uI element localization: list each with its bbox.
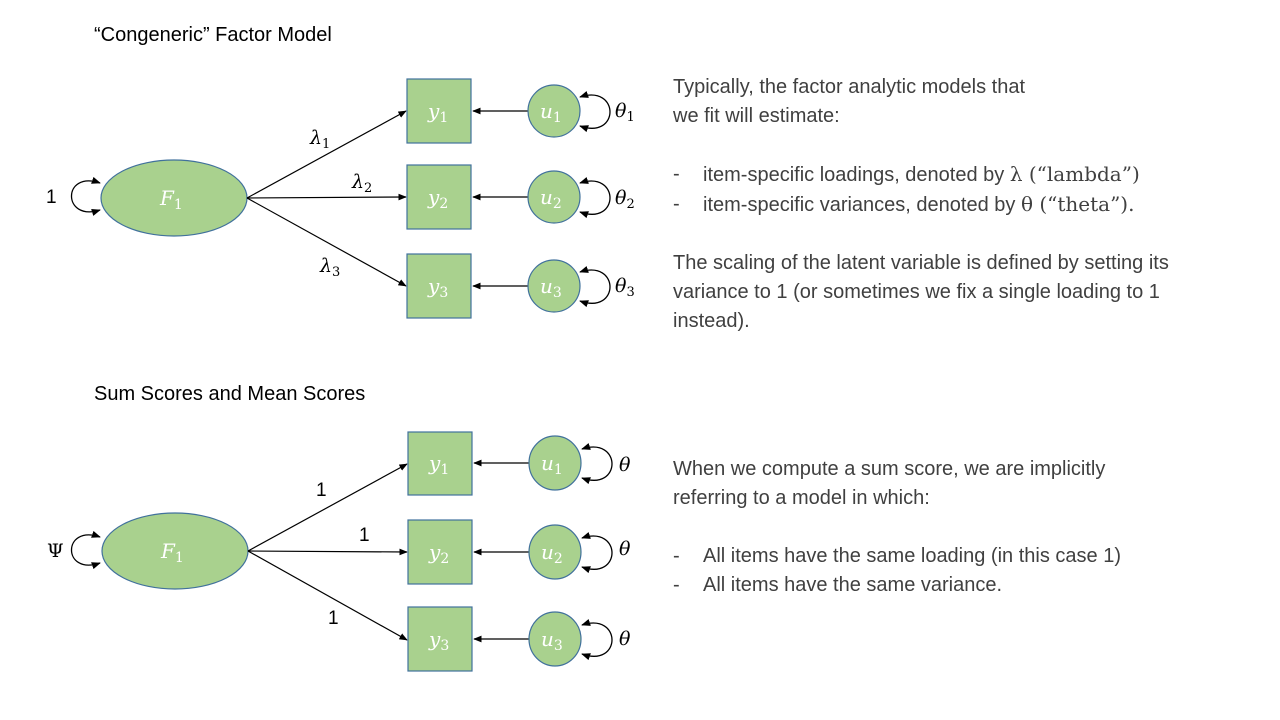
congeneric-explanation: Typically, the factor analytic models th… — [673, 73, 1233, 336]
item-label-1: y1 — [427, 99, 448, 126]
sum-score-model-title: Sum Scores and Mean Scores — [94, 383, 366, 405]
error-variance-label-3: θ3 — [615, 275, 635, 300]
error-label-2: u2 — [540, 185, 562, 212]
error-label-2: u2 — [541, 540, 563, 567]
error-variance-label-3: θ — [619, 628, 631, 650]
sum-score-diagram: Ψ F1 1 1 1 y1 y2 y3 u1 u2 u3 θ θ θ — [47, 431, 631, 672]
factor-variance-loop — [70, 176, 101, 216]
factor-variance-label: 1 — [46, 187, 57, 208]
item-node-2 — [406, 164, 472, 230]
error-variance-label-1: θ — [619, 454, 631, 476]
loading-label-2: 1 — [359, 525, 370, 546]
loading-arrow-1 — [246, 110, 407, 199]
item-node-2 — [407, 519, 473, 585]
lambda-symbol: λ (“lambda”) — [1009, 162, 1140, 186]
loading-label-3: λ3 — [319, 255, 340, 280]
error-variance-loop-2 — [581, 532, 613, 574]
item-node-1 — [407, 431, 473, 496]
error-label-3: u3 — [541, 627, 563, 654]
loading-arrow-2 — [247, 548, 408, 556]
congeneric-diagram: 1 F1 λ1 λ2 λ3 y1 y2 y3 u1 u2 u3 θ1 θ2 — [46, 78, 635, 319]
error-variance-loop-1 — [579, 91, 611, 133]
sum-score-explanation: When we compute a sum score, we are impl… — [673, 455, 1193, 600]
error-variance-loop-3 — [579, 266, 611, 308]
error-variance-label-2: θ2 — [615, 187, 635, 212]
error-variance-loop-1 — [581, 443, 613, 485]
error-node-1 — [528, 435, 582, 491]
bullet-variances: - item-specific variances, denoted by θ … — [673, 192, 1135, 216]
item-label-2: y2 — [427, 185, 448, 212]
intro-text: When we compute a sum score, we are impl… — [673, 458, 1106, 509]
error-label-3: u3 — [540, 274, 562, 301]
theta-symbol: θ (“theta”). — [1020, 192, 1135, 216]
bullet-same-loading: - All items have the same loading (in th… — [673, 545, 1121, 567]
loading-label-3: 1 — [328, 608, 339, 629]
item-label-3: y3 — [427, 274, 448, 301]
error-variance-label-2: θ — [619, 538, 631, 560]
error-label-1: u1 — [540, 99, 562, 126]
loading-label-1: λ1 — [309, 127, 330, 152]
congeneric-model-title: “Congeneric” Factor Model — [94, 24, 332, 46]
item-label-3: y3 — [428, 627, 449, 654]
scaling-text: The scaling of the latent variable is de… — [673, 252, 1169, 332]
bullet-same-variance: - All items have the same variance. — [673, 574, 1003, 596]
loading-arrow-1 — [247, 463, 408, 552]
loading-label-2: λ2 — [351, 171, 372, 196]
bullet-loadings: - item-specific loadings, denoted by λ (… — [673, 162, 1140, 186]
factor-variance-loop — [70, 530, 101, 570]
item-label-1: y1 — [428, 451, 449, 478]
factor-label: F1 — [160, 539, 184, 566]
loading-arrow-2 — [246, 193, 407, 201]
error-node-2 — [528, 524, 582, 580]
item-node-3 — [406, 253, 472, 319]
error-label-1: u1 — [541, 451, 563, 478]
loading-arrow-3 — [246, 197, 407, 287]
item-node-3 — [407, 606, 473, 672]
loading-label-1: 1 — [316, 480, 327, 501]
error-variance-label-1: θ1 — [615, 100, 635, 125]
intro-text: Typically, the factor analytic models th… — [673, 76, 1026, 127]
error-node-3 — [528, 611, 582, 667]
factor-variance-label: Ψ — [47, 540, 64, 562]
error-variance-loop-3 — [581, 619, 613, 661]
item-node-1 — [406, 78, 472, 144]
loading-arrow-3 — [247, 550, 408, 641]
item-label-2: y2 — [428, 540, 449, 567]
factor-label: F1 — [159, 186, 183, 213]
error-variance-loop-2 — [579, 177, 611, 219]
